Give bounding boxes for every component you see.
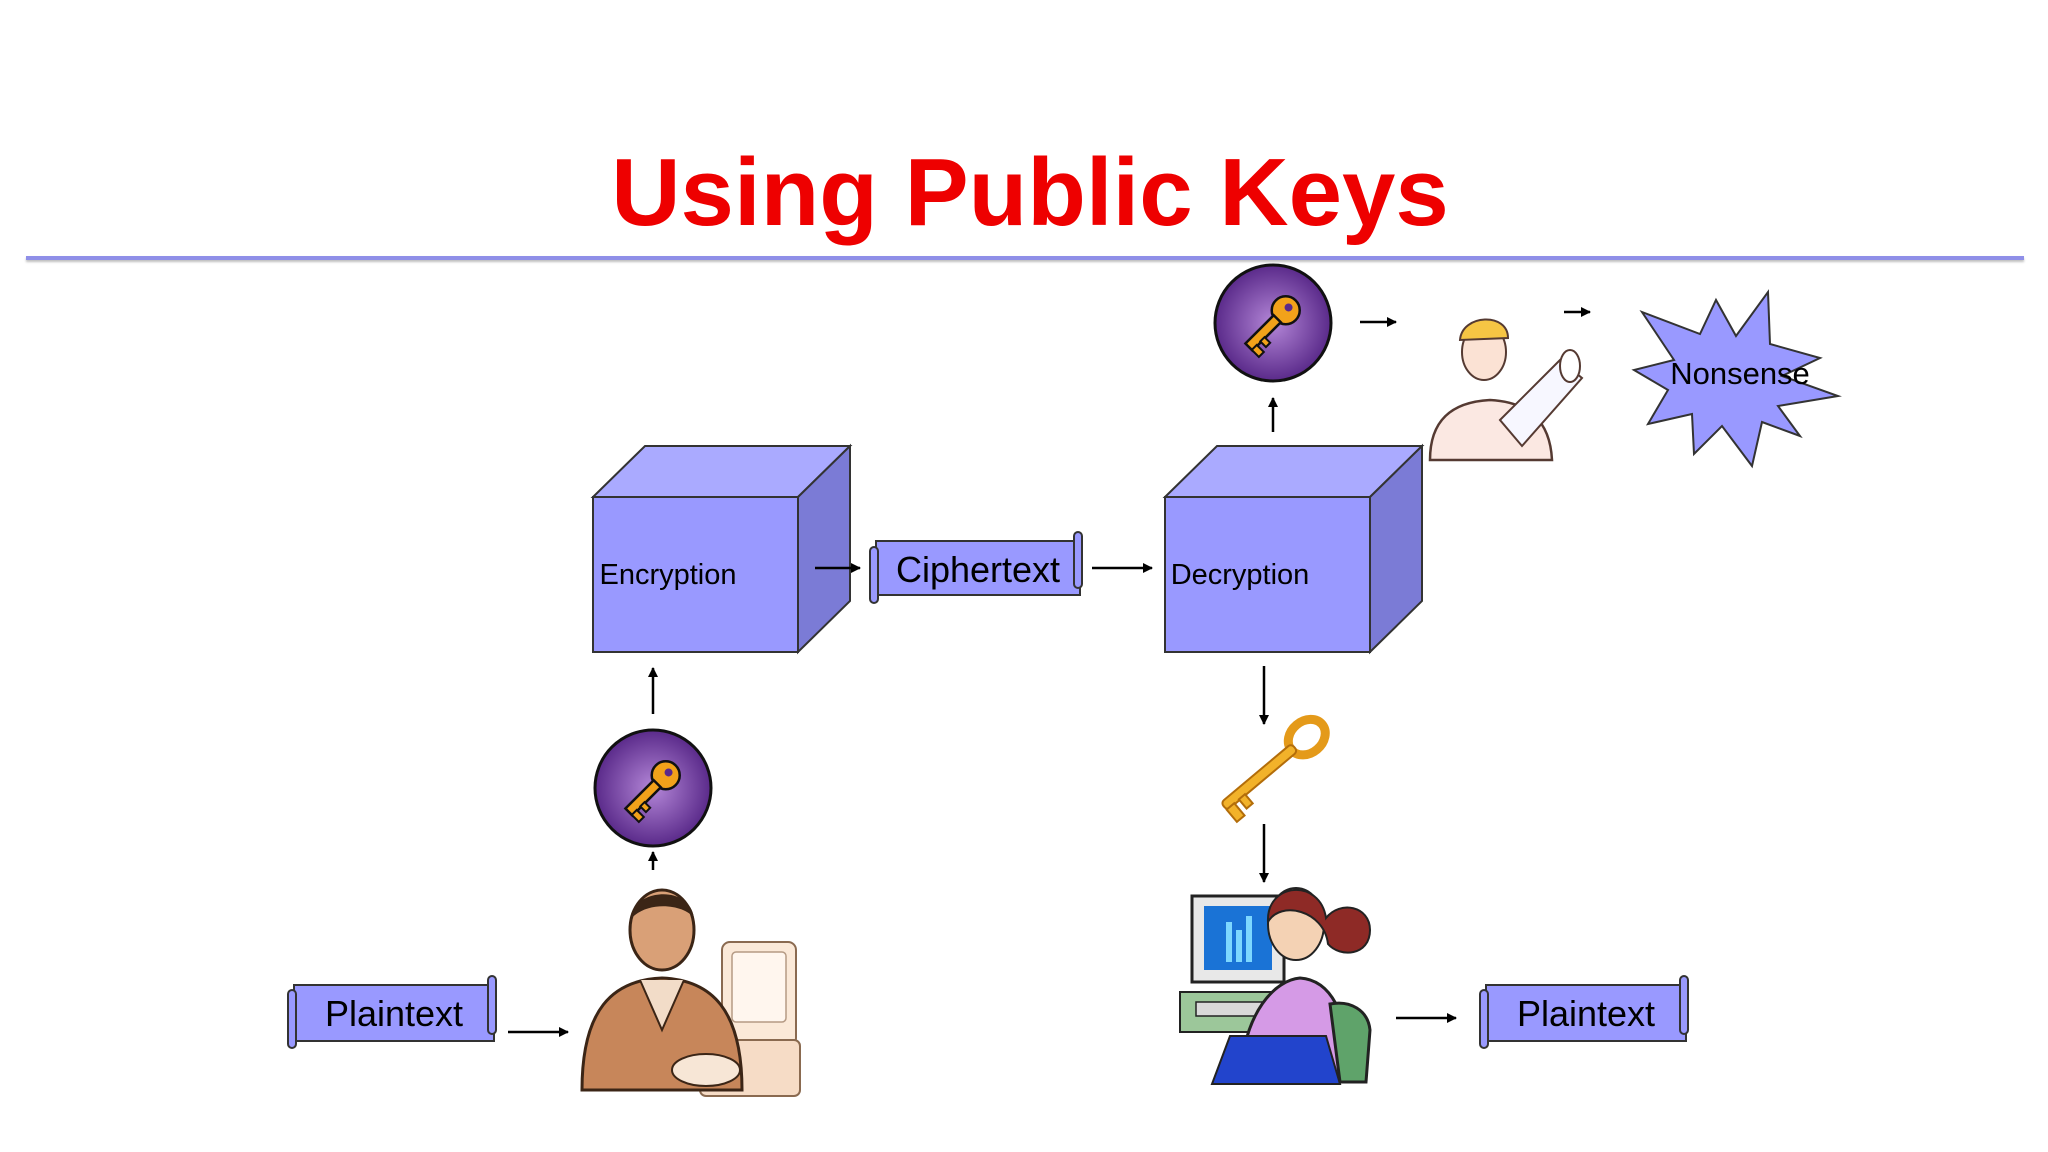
decryption-label: Decryption [1171,559,1310,591]
worker-with-blueprints-icon [1428,318,1584,462]
plaintext-output-label: Plaintext [1517,993,1655,1034]
slide-title: Using Public Keys [611,139,1449,246]
plaintext-input-scroll: Plaintext [287,975,497,1049]
key-badge-icon [1213,263,1333,383]
encryption-box: Encryption [590,443,853,655]
decryption-box: Decryption [1162,443,1425,655]
flow-arrows [508,307,1591,1037]
businessman-at-computer-icon [580,888,801,1097]
plaintext-input-label: Plaintext [325,993,463,1034]
woman-at-computer-icon [1179,887,1372,1085]
starburst-icon: Nonsense [1631,289,1842,469]
encryption-label: Encryption [599,559,736,591]
ciphertext-scroll: Ciphertext [869,531,1083,604]
title-divider [26,256,2024,260]
plaintext-output-scroll: Plaintext [1479,975,1689,1049]
nonsense-label: Nonsense [1670,356,1810,391]
ciphertext-label: Ciphertext [896,549,1060,590]
gold-key-icon [1221,714,1330,824]
key-badge-icon [593,728,713,848]
